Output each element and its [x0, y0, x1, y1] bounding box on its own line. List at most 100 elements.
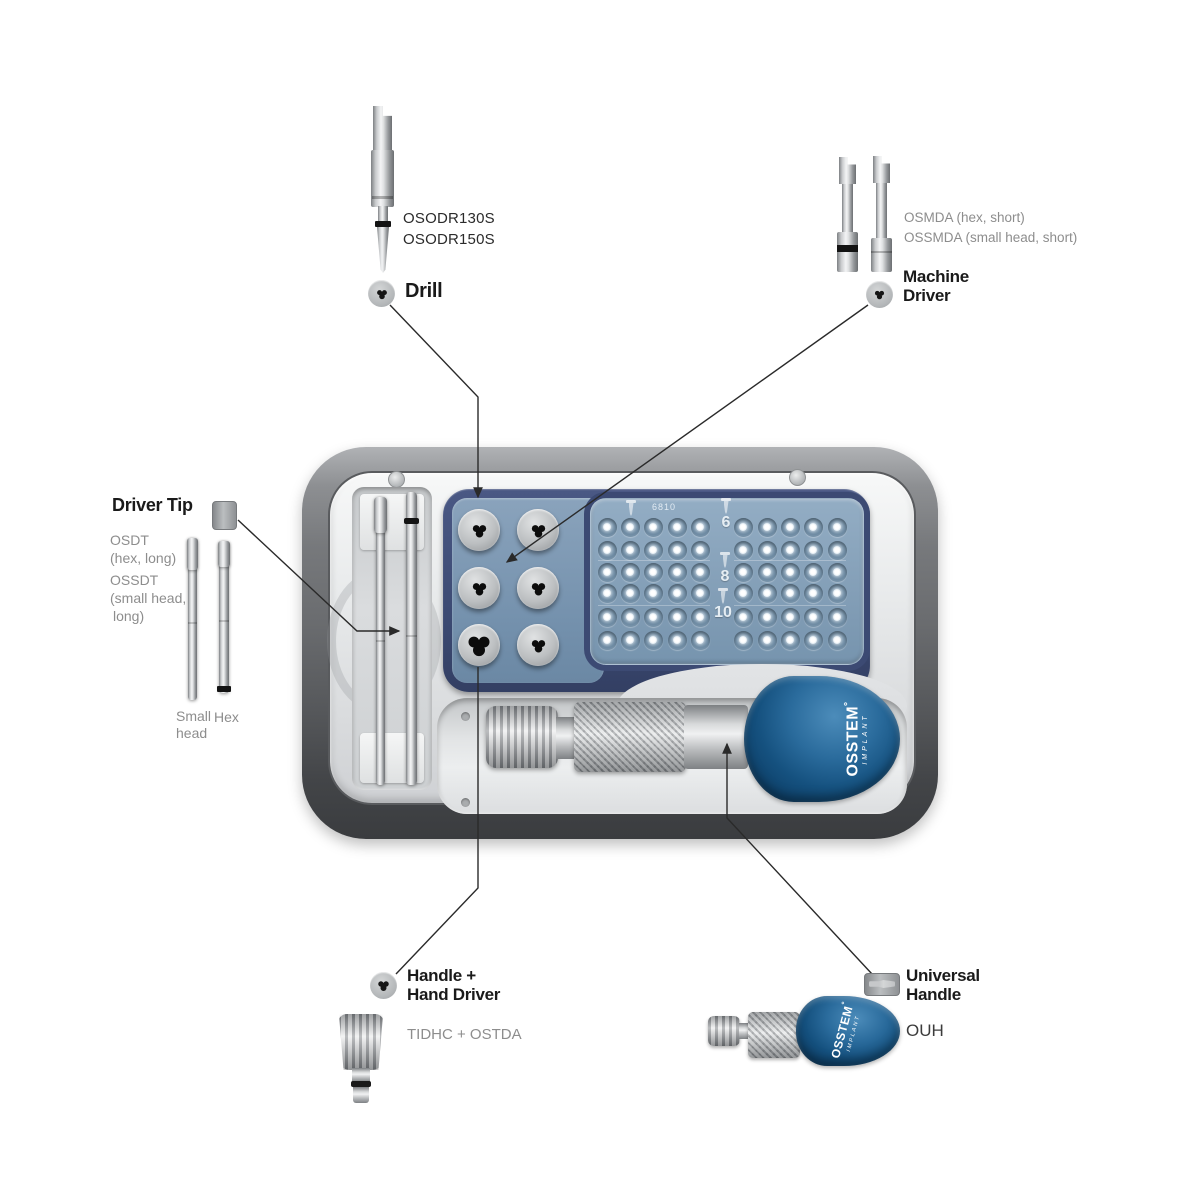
hole-center	[696, 613, 704, 621]
screw-icon	[713, 552, 737, 568]
machine-driver-body-1	[837, 232, 858, 272]
tray-hole	[597, 583, 617, 603]
trefoil-hole-icon	[531, 639, 545, 653]
hole-center	[626, 636, 634, 644]
rod-joint	[406, 635, 417, 637]
tray-hole	[780, 540, 800, 560]
tray-hole	[620, 607, 640, 627]
tray-hole	[827, 607, 847, 627]
tray-hole	[667, 607, 687, 627]
hole-center	[603, 636, 611, 644]
rod-joint	[188, 622, 197, 624]
tray-hole	[757, 583, 777, 603]
tray-hole	[780, 630, 800, 650]
tray-hole	[667, 583, 687, 603]
stored-driver-tip-small-cap	[374, 497, 387, 533]
tray-hole	[827, 630, 847, 650]
tray-hole	[620, 562, 640, 582]
latch-knob	[517, 567, 559, 609]
tray-hole	[597, 630, 617, 650]
universal-handle-chip-icon	[864, 973, 900, 996]
grid-legend: 6810	[652, 502, 677, 512]
recess-dot	[461, 798, 470, 807]
hole-center	[739, 523, 747, 531]
hole-center	[649, 589, 657, 597]
hole-center	[649, 613, 657, 621]
drill-flute-tip	[377, 227, 389, 273]
rod-joint	[376, 640, 385, 642]
small-head-label: Small head	[176, 708, 212, 741]
trefoil-hole-icon	[468, 636, 490, 657]
stored-handle-knob	[486, 706, 558, 768]
hole-center	[649, 568, 657, 576]
hole-center	[626, 589, 634, 597]
tray-hole	[803, 517, 823, 537]
tray-hole	[827, 540, 847, 560]
tray-hole	[597, 540, 617, 560]
hole-center	[809, 636, 817, 644]
stored-driver-tip-hex	[406, 492, 417, 785]
tray-hole	[803, 607, 823, 627]
hole-center	[739, 636, 747, 644]
tray-hole	[667, 562, 687, 582]
tray-hole	[667, 517, 687, 537]
ouh-knob	[708, 1016, 740, 1046]
tray-hole	[597, 607, 617, 627]
tray-hole	[643, 583, 663, 603]
drill-body	[371, 150, 394, 207]
hole-center	[696, 636, 704, 644]
hole-center	[809, 523, 817, 531]
grid-separator	[734, 605, 846, 606]
tray-hole	[667, 630, 687, 650]
drill-marker-circle	[368, 280, 395, 307]
hole-center	[833, 636, 841, 644]
ouh-sleeve	[748, 1012, 800, 1058]
trefoil-hole-icon	[472, 524, 486, 538]
drill-model-2: OSODR150S	[403, 231, 495, 248]
hole-center	[649, 523, 657, 531]
hand-driver-marker-circle	[370, 972, 397, 999]
brand-name: OSSTEM°	[842, 701, 862, 777]
tray-hole	[690, 630, 710, 650]
hole-center	[626, 613, 634, 621]
tray-hole	[620, 540, 640, 560]
ouh-shaft	[739, 1023, 750, 1039]
hand-driver-oring	[351, 1081, 371, 1087]
hole-center	[673, 568, 681, 576]
tray-hole	[690, 540, 710, 560]
hole-center	[739, 568, 747, 576]
tray-hole	[827, 562, 847, 582]
machine-driver-band-2	[871, 251, 892, 253]
screw-icon	[708, 588, 738, 604]
hole-center	[763, 613, 771, 621]
tray-hole	[803, 583, 823, 603]
hole-center	[833, 546, 841, 554]
hole-center	[833, 523, 841, 531]
trefoil-hole-icon	[472, 582, 486, 596]
stored-handle-sleeve	[574, 702, 686, 772]
tray-hole	[780, 562, 800, 582]
tray-hole	[733, 583, 753, 603]
hole-center	[603, 523, 611, 531]
size-number: 8	[720, 568, 730, 585]
hole-center	[786, 546, 794, 554]
tray-hole	[690, 607, 710, 627]
tray-hole	[780, 607, 800, 627]
hole-center	[786, 636, 794, 644]
hole-center	[696, 589, 704, 597]
tray-hole	[803, 540, 823, 560]
tray-hole	[667, 540, 687, 560]
hex-rod-black-band	[217, 686, 231, 692]
trefoil-hole-icon	[531, 524, 545, 538]
hole-center	[626, 523, 634, 531]
hole-center	[739, 589, 747, 597]
tray-hole	[733, 607, 753, 627]
case-screw	[789, 469, 806, 486]
machine-driver-model-2: OSSMDA (small head, short)	[904, 230, 1078, 245]
hole-center	[603, 546, 611, 554]
tray-hole	[733, 630, 753, 650]
hand-driver-model: TIDHC + OSTDA	[407, 1026, 522, 1043]
hole-center	[626, 546, 634, 554]
hand-driver-handle-body	[338, 1014, 384, 1070]
